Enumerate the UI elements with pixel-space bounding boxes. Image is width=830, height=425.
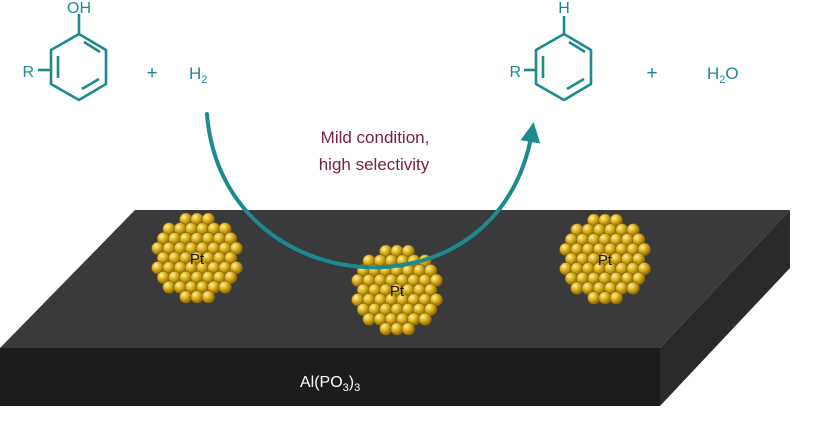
support-formula: Al(PO3)3 [300, 374, 360, 394]
pt-atom [218, 280, 232, 294]
pt-label: Pt [390, 283, 405, 300]
pt-atom [218, 222, 232, 236]
support-close-paren: ) [349, 374, 354, 391]
water-h-symbol: H [707, 64, 719, 83]
slab-front-face [0, 348, 660, 406]
pt-atom [390, 322, 404, 336]
benzene-h-label: H [558, 0, 570, 17]
pt-atom [609, 213, 623, 227]
pt-atom [587, 291, 601, 305]
phenol-r-label: R [22, 64, 34, 81]
benzene-double-bond-2 [566, 77, 585, 91]
conditions-line-2: high selectivity [319, 155, 430, 174]
hydrogen-symbol: H [189, 64, 201, 83]
pt-atom [598, 291, 612, 305]
pt-label: Pt [190, 251, 205, 268]
phenol-ring [49, 32, 108, 102]
pt-atom [632, 233, 646, 247]
benzene-double-bond-1 [568, 40, 586, 54]
benzene-ring [534, 32, 593, 102]
hydrogen-subscript: 2 [201, 74, 207, 86]
pt-label: Pt [598, 252, 613, 269]
product-plus: + [646, 63, 657, 84]
benzene-r-label: R [509, 64, 521, 81]
phenol-oh-label: OH [67, 0, 91, 17]
phenol-structure [38, 14, 108, 102]
pt-atom [609, 291, 623, 305]
hydrogen-formula: H2 [189, 64, 207, 86]
pt-atom [626, 223, 640, 237]
slab-side-face [660, 210, 790, 406]
water-formula: H2O [707, 64, 739, 86]
water-o-symbol: O [725, 64, 738, 83]
pt-atom [179, 290, 193, 304]
pt-nanoparticle: Pt [151, 212, 243, 304]
pt-atom [224, 251, 238, 265]
pt-atom [224, 270, 238, 284]
pt-atom [626, 281, 640, 295]
pt-atom [632, 252, 646, 266]
reaction-arrow [205, 112, 541, 270]
pt-nanoparticle: Pt [351, 244, 443, 336]
pt-atom [429, 293, 443, 307]
conditions-line-1: Mild condition, [321, 128, 430, 147]
benzene-structure [524, 16, 593, 102]
pt-atom [632, 271, 646, 285]
pt-atom [424, 302, 438, 316]
pt-atom [429, 273, 443, 287]
pt-atom [224, 232, 238, 246]
pt-atom [637, 262, 651, 276]
pt-atom [401, 244, 415, 258]
reactant-plus: + [146, 63, 157, 84]
pt-atom [570, 281, 584, 295]
support-prefix: Al(PO [300, 374, 343, 391]
pt-atom [162, 280, 176, 294]
support-subscript-2: 3 [354, 382, 360, 394]
pt-atom [229, 241, 243, 255]
pt-atom [637, 242, 651, 256]
pt-atom [424, 264, 438, 278]
pt-atom [201, 290, 215, 304]
pt-atom [418, 312, 432, 326]
pt-atom [229, 261, 243, 275]
phenol-double-bond-1 [83, 40, 101, 54]
support-subscript-1: 3 [343, 382, 349, 394]
pt-atom [362, 312, 376, 326]
pt-atom [424, 283, 438, 297]
pt-atom [190, 290, 204, 304]
pt-atom [401, 322, 415, 336]
pt-atom [201, 212, 215, 226]
water-subscript: 2 [719, 74, 725, 86]
phenol-double-bond-2 [81, 77, 100, 91]
pt-atom [379, 322, 393, 336]
pt-nanoparticle: Pt [559, 213, 651, 305]
